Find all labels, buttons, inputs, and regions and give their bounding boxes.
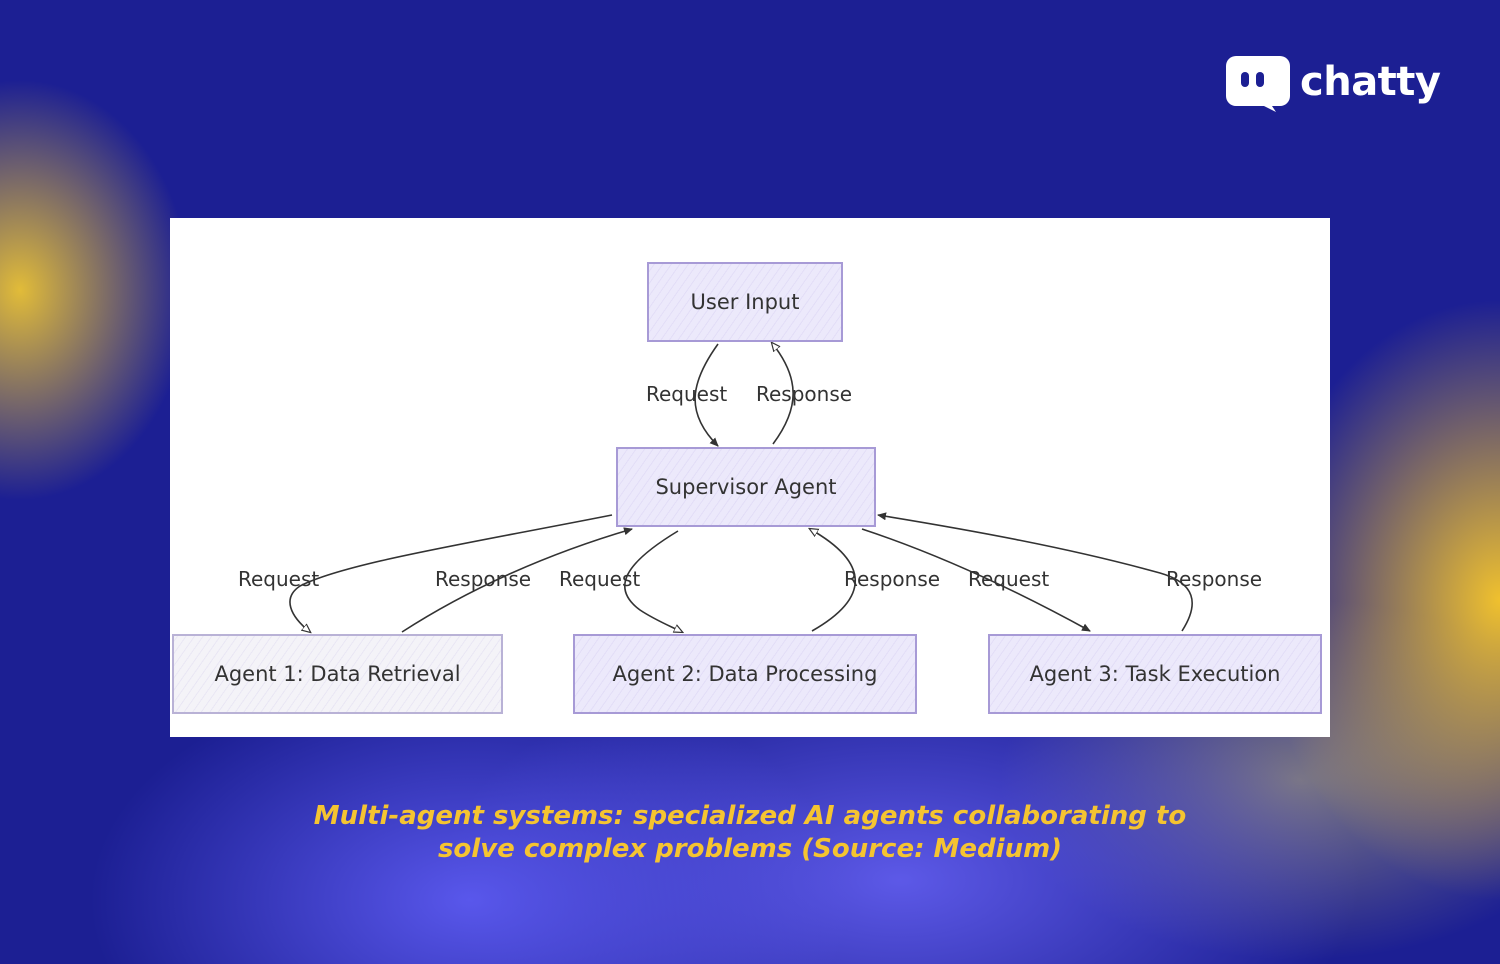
edge-label-response: Response (1166, 567, 1263, 591)
edge-supervisor-to-agent3 (861, 528, 1091, 632)
caption-line-2: solve complex problems (Source: Medium) (437, 834, 1063, 864)
brand-name: chatty (1300, 59, 1441, 105)
node-agent-1: Agent 1: Data Retrieval (172, 634, 503, 714)
node-supervisor-agent: Supervisor Agent (616, 447, 876, 527)
edge-label-request: Request (968, 567, 1050, 591)
edge-supervisor-to-agent1 (289, 514, 613, 632)
node-agent-2: Agent 2: Data Processing (573, 634, 917, 714)
diagram-edges (289, 218, 1193, 737)
edge-supervisor-to-agent2 (623, 530, 682, 632)
edge-agent3-to-supervisor (877, 512, 1193, 632)
edge-label-request: Request (238, 567, 320, 591)
edge-label-response: Response (435, 567, 532, 591)
edge-agent1-to-supervisor (401, 527, 633, 633)
brand-logo: chatty (1226, 56, 1441, 112)
edge-label-request: Request (646, 382, 728, 406)
node-agent-3: Agent 3: Task Execution (988, 634, 1322, 714)
chat-bubble-icon (1226, 56, 1290, 112)
edge-supervisor-to-user (772, 343, 794, 445)
edge-label-request: Request (559, 567, 641, 591)
figure-caption: Multi-agent systems: specialized AI agen… (250, 800, 1250, 866)
edge-user-to-supervisor (694, 343, 719, 447)
node-user-input: User Input (647, 262, 843, 342)
edge-label-response: Response (844, 567, 941, 591)
diagram-panel: User Input Supervisor Agent Agent 1: Dat… (170, 218, 1330, 737)
caption-line-1: Multi-agent systems: specialized AI agen… (313, 801, 1187, 831)
edge-agent2-to-supervisor (810, 529, 857, 632)
edge-label-response: Response (756, 382, 853, 406)
